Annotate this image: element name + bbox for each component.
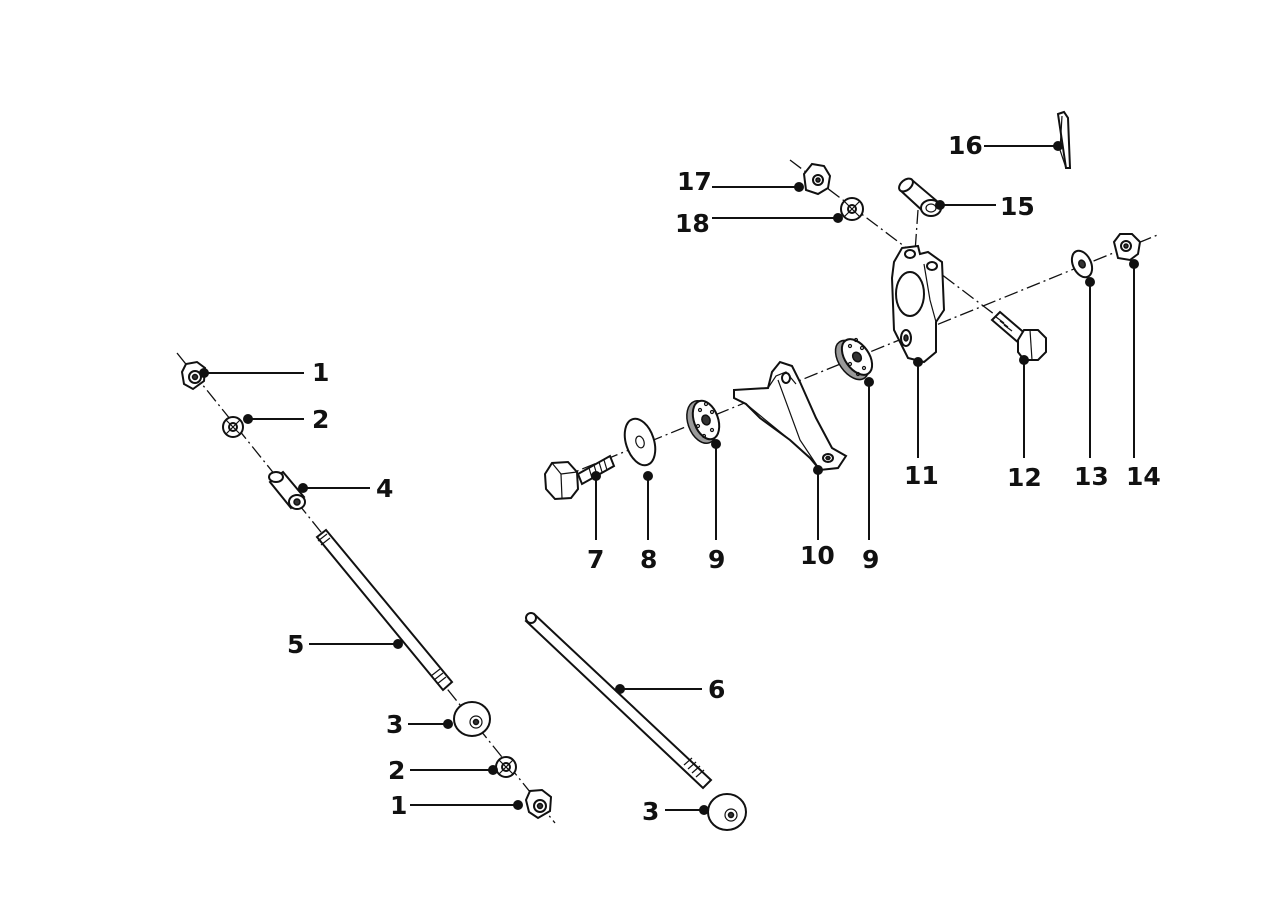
lock-washer-part-18 [840,197,864,221]
bushing-part-4 [268,470,306,510]
callout-9-left: 9 [708,545,725,574]
leader-dot-16 [1053,141,1063,151]
nut-part-14 [1112,233,1142,262]
callout-17: 17 [677,167,712,196]
leader-dot-2-top [243,414,253,424]
threaded-rod-part-5 [315,528,454,692]
leader-dot-11 [913,357,923,367]
lock-washer-part-2-top [222,416,244,438]
leader-dot-8 [643,471,653,481]
bushing-part-15 [898,177,942,217]
rubber-bushing-part-3-right [707,793,747,831]
leader-dot-1-bottom [513,800,523,810]
callout-12: 12 [1007,463,1042,492]
callout-8: 8 [640,545,657,574]
washer-part-13 [1070,249,1094,279]
callout-1-bottom: 1 [390,791,407,820]
callout-labels: 1 2 4 5 3 2 1 6 3 7 8 9 10 9 11 12 13 14… [287,131,1161,826]
cotter-pin-part-16 [1056,110,1072,169]
leader-dot-15 [935,200,945,210]
callout-1-top: 1 [312,358,329,387]
callout-2-bottom: 2 [388,756,405,785]
leader-dot-12 [1019,355,1029,365]
clamp-part-11 [890,244,946,364]
nut-part-17 [802,162,832,196]
callout-9-right: 9 [862,545,879,574]
callout-16: 16 [948,131,983,160]
leader-dot-6 [615,684,625,694]
leader-dot-9-left [711,439,721,449]
bushing-axis [914,209,919,253]
hex-bolt-part-12 [990,310,1047,361]
leader-dot-7 [591,471,601,481]
callout-13: 13 [1074,462,1109,491]
leader-dot-17 [794,182,804,192]
leader-dot-3-left [443,719,453,729]
rubber-mount-part-9-right [834,337,874,381]
leader-dot-4 [298,483,308,493]
callout-10: 10 [800,541,835,570]
leader-dot-3-right [699,805,709,815]
rubber-mount-part-9-left [686,399,721,444]
leader-dot-2-bottom [488,765,498,775]
callout-5: 5 [287,630,304,659]
flat-washer-part-8 [623,417,657,467]
callout-7: 7 [587,545,604,574]
callout-4: 4 [376,474,393,503]
lock-washer-part-2-bottom [495,756,517,778]
callout-leaders [199,141,1139,815]
callout-11: 11 [904,461,939,490]
callout-15: 15 [1000,192,1035,221]
bracket-assembly [543,110,1142,501]
callout-3-right: 3 [642,797,659,826]
long-rod-assembly [524,612,747,831]
leader-dot-10 [813,465,823,475]
leader-dot-9-right [864,377,874,387]
callout-3-left: 3 [386,710,403,739]
callout-2-top: 2 [312,405,329,434]
leader-dot-14 [1129,259,1139,269]
leader-dot-13 [1085,277,1095,287]
bracket-part-10 [733,360,848,472]
leader-dot-18 [833,213,843,223]
callout-6: 6 [708,675,725,704]
leader-dot-5 [393,639,403,649]
callout-14: 14 [1126,462,1161,491]
hex-bolt-part-7 [543,454,616,501]
callout-18: 18 [675,209,710,238]
nut-part-1-bottom [524,788,553,820]
leader-dot-1-top [199,368,209,378]
rod-part-6 [524,612,713,790]
rubber-bushing-part-3-left [453,701,491,737]
